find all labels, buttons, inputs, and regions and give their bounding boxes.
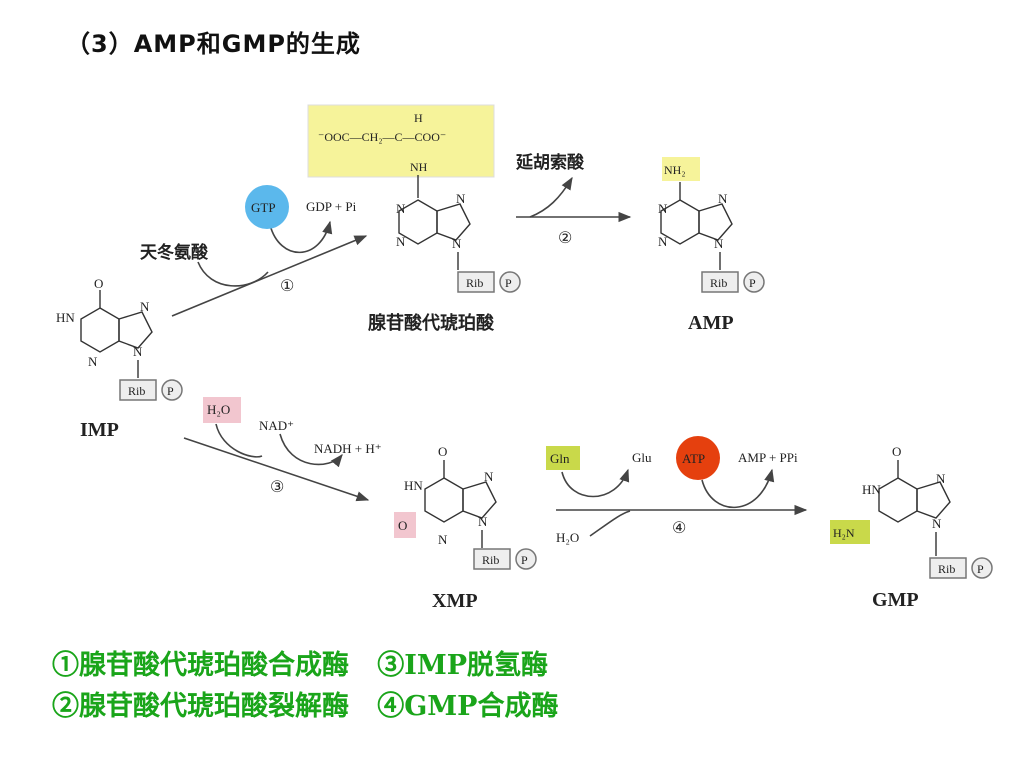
legend-line-1: ①腺苷酸代琥珀酸合成酶 ③IMP脱氢酶 (52, 650, 549, 681)
nh2-highlight (662, 157, 700, 181)
gtp-circle (245, 185, 289, 229)
svg-text:N: N (140, 299, 150, 314)
svg-text:Rib: Rib (710, 276, 727, 290)
fumarate-label: 延胡索酸 (515, 152, 585, 173)
svg-text:N: N (718, 191, 728, 206)
nad-label: NAD⁺ (259, 418, 294, 433)
reaction-3-arrow (183, 437, 370, 502)
page-title: （3）AMP和GMP的生成 (66, 30, 361, 58)
svg-text:N: N (658, 234, 668, 249)
rib-label: Rib (128, 384, 145, 398)
gmp-h2n: H₂N (833, 526, 855, 540)
svg-text:O: O (438, 444, 447, 459)
step-3-label: ③ (270, 479, 284, 496)
xmp-structure: O HN O N N N Rib P XMP (398, 444, 537, 612)
adenylosuccinate-label: 腺苷酸代琥珀酸 (368, 312, 495, 334)
svg-text:N: N (133, 344, 143, 359)
h2o-2-label: H₂O (556, 530, 579, 545)
legend-line-2: ②腺苷酸代琥珀酸裂解酶 ④GMP合成酶 (52, 691, 559, 722)
atp-curve (701, 468, 775, 509)
step-1-label: ① (280, 278, 294, 295)
gdp-pi-label: GDP + Pi (306, 199, 357, 214)
side-chain-h: H (414, 111, 423, 125)
side-chain-nh: NH (410, 160, 428, 174)
side-chain-formula: ⁻OOC—CH₂—C—COO⁻ (318, 130, 446, 144)
svg-text:N: N (438, 532, 448, 547)
xmp-o: O (398, 518, 407, 533)
h2o-box (203, 397, 241, 423)
h2o-curve (215, 423, 263, 458)
svg-text:N: N (88, 354, 98, 369)
h2o-2-curve (589, 510, 631, 537)
glu-label: Glu (632, 450, 652, 465)
pathway-diagram: O HN N N N Rib P IMP H ⁻OOC—CH₂—C—COO⁻ N… (56, 104, 993, 612)
amp-structure: NH₂ N N N N Rib P AMP (658, 163, 765, 334)
nad-curve (279, 433, 343, 468)
gln-label: Gln (550, 451, 570, 466)
gln-box (546, 446, 580, 470)
adenylosuccinate-structure: H ⁻OOC—CH₂—C—COO⁻ NH N N N N Rib P 腺苷酸代琥… (318, 111, 521, 334)
atp-circle (676, 436, 720, 480)
svg-text:O: O (892, 444, 901, 459)
svg-text:Rib: Rib (938, 562, 955, 576)
aspartate-curve (197, 261, 269, 287)
svg-text:HN: HN (404, 478, 423, 493)
svg-text:HN: HN (56, 310, 75, 325)
xmp-label: XMP (432, 590, 478, 612)
amp-label: AMP (688, 312, 734, 334)
svg-text:P: P (977, 562, 984, 576)
svg-text:N: N (396, 201, 406, 216)
svg-text:N: N (478, 514, 488, 529)
xmp-o-highlight (394, 512, 416, 538)
svg-text:P: P (521, 553, 528, 567)
amp-nh2: NH₂ (664, 163, 686, 177)
fumarate-curve (529, 176, 573, 218)
svg-text:O: O (94, 276, 103, 291)
svg-text:N: N (484, 469, 494, 484)
svg-text:N: N (396, 234, 406, 249)
step-2-label: ② (558, 230, 572, 247)
aspartate-label: 天冬氨酸 (140, 242, 209, 263)
svg-text:N: N (714, 236, 724, 251)
atp-label: ATP (682, 451, 705, 466)
gln-curve (561, 468, 630, 498)
svg-text:P: P (505, 276, 512, 290)
svg-text:N: N (932, 516, 942, 531)
gmp-label: GMP (872, 589, 919, 611)
svg-text:HN: HN (862, 482, 881, 497)
svg-text:P: P (749, 276, 756, 290)
imp-label: IMP (80, 419, 119, 441)
h2n-highlight (830, 520, 870, 544)
reaction-1-arrow (171, 235, 368, 317)
gmp-structure: O HN H₂N N N Rib P GMP (833, 444, 993, 611)
phosphate-label: P (167, 384, 174, 398)
gtp-label: GTP (251, 200, 276, 215)
step-4-label: ④ (672, 520, 686, 537)
imp-structure: O HN N N N Rib P IMP (56, 276, 183, 441)
h2o-label: H₂O (207, 402, 230, 417)
svg-text:N: N (456, 191, 466, 206)
amp-ppi-label: AMP + PPi (738, 450, 798, 465)
svg-text:N: N (658, 201, 668, 216)
svg-text:Rib: Rib (466, 276, 483, 290)
svg-text:N: N (452, 236, 462, 251)
nadh-label: NADH + H⁺ (314, 441, 382, 456)
svg-text:N: N (936, 471, 946, 486)
gtp-curve (269, 220, 333, 254)
side-chain-highlight (307, 104, 495, 178)
svg-text:Rib: Rib (482, 553, 499, 567)
